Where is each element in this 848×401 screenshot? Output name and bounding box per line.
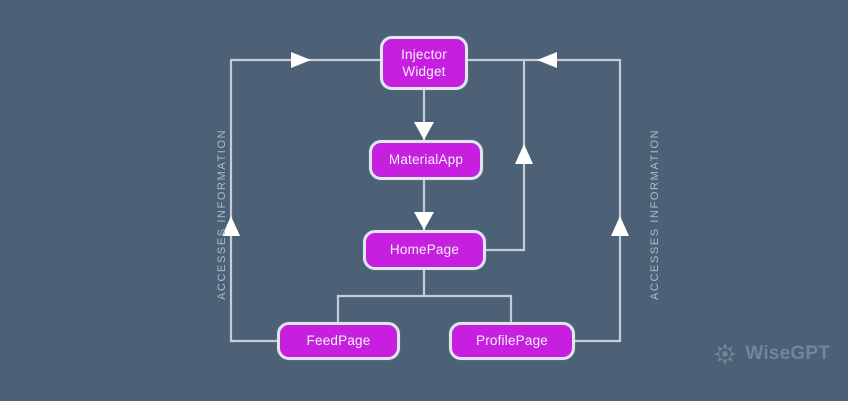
arrowhead-right-left-loop	[291, 52, 311, 68]
node-feed-page[interactable]: FeedPage	[277, 322, 400, 360]
node-label: Injector Widget	[401, 46, 447, 79]
arrowhead-up-home-riser	[515, 144, 533, 164]
arrowheads	[222, 52, 629, 236]
arrowhead-up-right-loop	[611, 216, 629, 236]
node-label: MaterialApp	[388, 152, 464, 168]
edge-profile-to-injector	[466, 58, 622, 343]
wisegpt-pinwheel-logo-icon	[714, 343, 737, 365]
node-label: ProfilePage	[476, 333, 548, 349]
node-injector-widget[interactable]: Injector Widget	[380, 36, 468, 90]
wisegpt-watermark: WiseGPT	[712, 341, 830, 367]
arrowhead-down-material	[414, 122, 434, 140]
node-label: FeedPage	[306, 333, 371, 349]
edge-feed-to-injector	[229, 58, 382, 343]
wisegpt-watermark-text: WiseGPT	[745, 343, 830, 364]
arrowhead-up-left-loop	[222, 216, 240, 236]
node-profile-page[interactable]: ProfilePage	[449, 322, 575, 360]
node-label: HomePage	[389, 242, 460, 258]
node-material-app[interactable]: MaterialApp	[369, 140, 483, 180]
arrowhead-down-home	[414, 212, 434, 230]
arrowhead-left-right-loop	[537, 52, 557, 68]
edge-label-left-accesses-information: ACCESSES INFORMATION	[216, 128, 228, 300]
node-home-page[interactable]: HomePage	[363, 230, 486, 270]
edge-home-to-injector	[484, 58, 526, 252]
edge-label-right-accesses-information: ACCESSES INFORMATION	[649, 128, 661, 300]
